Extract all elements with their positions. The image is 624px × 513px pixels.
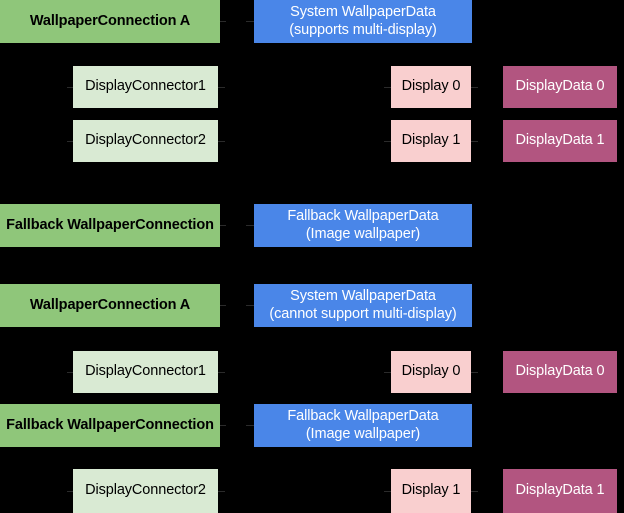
node-label: Fallback WallpaperData (Image wallpaper) (287, 408, 439, 442)
connector-stub (220, 305, 226, 306)
node-label: DisplayData 0 (515, 78, 605, 95)
connector-stub (384, 141, 391, 142)
node-label: WallpaperConnection A (29, 296, 191, 313)
node-label: DisplayConnector2 (85, 132, 206, 149)
node-display-data-0[interactable]: DisplayData 0 (503, 351, 617, 393)
node-label: WallpaperConnection A (29, 12, 191, 29)
node-display-data-1[interactable]: DisplayData 1 (503, 469, 617, 513)
connector-stub (471, 372, 478, 373)
connector-stub (67, 141, 73, 142)
node-label: Display 1 (401, 482, 461, 499)
connector-stub (384, 87, 391, 88)
node-label: Fallback WallpaperConnection (6, 416, 214, 433)
connector-stub (67, 491, 73, 492)
node-label: DisplayConnector1 (85, 78, 206, 95)
connector-stub (220, 21, 226, 22)
connector-stub (246, 21, 254, 22)
node-label: DisplayConnector2 (85, 482, 206, 499)
node-fallback-wallpaper-connection[interactable]: Fallback WallpaperConnection (0, 204, 220, 247)
node-label: DisplayData 1 (515, 132, 605, 149)
node-wallpaper-connection-a[interactable]: WallpaperConnection A (0, 0, 220, 43)
connector-stub (220, 225, 226, 226)
connector-stub (67, 87, 73, 88)
node-label: Display 0 (401, 363, 461, 380)
node-display-connector-1[interactable]: DisplayConnector1 (73, 66, 218, 108)
node-fallback-wallpaperdata-image-wallpaper[interactable]: Fallback WallpaperData (Image wallpaper) (254, 204, 472, 247)
node-label: Display 0 (401, 78, 461, 95)
node-display-1[interactable]: Display 1 (391, 120, 471, 162)
node-label: DisplayData 1 (515, 482, 605, 499)
node-display-1[interactable]: Display 1 (391, 469, 471, 513)
node-label: DisplayConnector1 (85, 363, 206, 380)
node-display-data-1[interactable]: DisplayData 1 (503, 120, 617, 162)
node-label: System WallpaperData (cannot support mul… (269, 288, 457, 322)
node-display-0[interactable]: Display 0 (391, 66, 471, 108)
node-display-connector-2[interactable]: DisplayConnector2 (73, 120, 218, 162)
node-display-connector-1[interactable]: DisplayConnector1 (73, 351, 218, 393)
connector-stub (471, 87, 478, 88)
node-display-data-0[interactable]: DisplayData 0 (503, 66, 617, 108)
connector-stub (246, 425, 254, 426)
node-fallback-wallpaper-connection[interactable]: Fallback WallpaperConnection (0, 404, 220, 447)
node-system-wallpaperdata-cannot-support-multi-display[interactable]: System WallpaperData (cannot support mul… (254, 284, 472, 327)
connector-stub (384, 372, 391, 373)
node-display-connector-2[interactable]: DisplayConnector2 (73, 469, 218, 513)
connector-stub (246, 305, 254, 306)
connector-stub (218, 87, 225, 88)
node-wallpaper-connection-a[interactable]: WallpaperConnection A (0, 284, 220, 327)
connector-stub (67, 372, 73, 373)
node-label: Display 1 (401, 132, 461, 149)
node-label: System WallpaperData (supports multi-dis… (289, 4, 437, 38)
connector-stub (384, 491, 391, 492)
node-display-0[interactable]: Display 0 (391, 351, 471, 393)
connector-stub (471, 491, 478, 492)
connector-stub (218, 372, 225, 373)
node-system-wallpaperdata-supports-multi-display[interactable]: System WallpaperData (supports multi-dis… (254, 0, 472, 43)
node-label: Fallback WallpaperData (Image wallpaper) (287, 208, 439, 242)
node-label: DisplayData 0 (515, 363, 605, 380)
connector-stub (471, 141, 478, 142)
connector-stub (246, 225, 254, 226)
node-label: Fallback WallpaperConnection (6, 216, 214, 233)
connector-stub (218, 141, 225, 142)
node-fallback-wallpaperdata-image-wallpaper[interactable]: Fallback WallpaperData (Image wallpaper) (254, 404, 472, 447)
connector-stub (218, 491, 225, 492)
connector-stub (220, 425, 226, 426)
